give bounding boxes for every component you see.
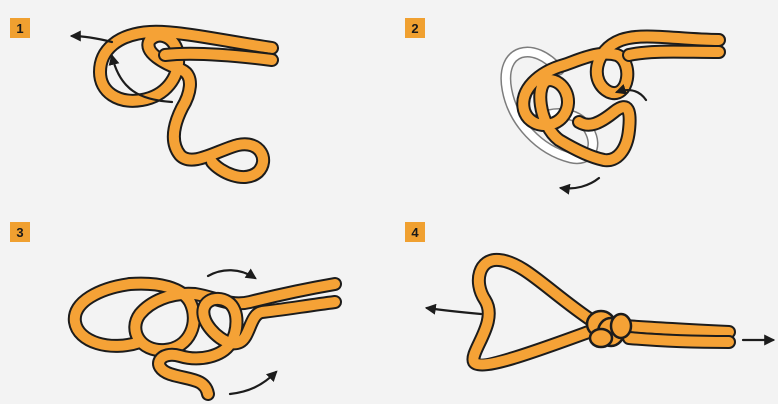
step-2-arrows bbox=[558, 84, 648, 195]
step-2-badge: 2 bbox=[405, 18, 425, 38]
step-4-rope bbox=[466, 253, 736, 372]
step-2-panel: 2 bbox=[389, 0, 778, 202]
step-4-illustration bbox=[424, 253, 776, 372]
step-3-panel: 3 bbox=[0, 202, 389, 404]
step-1-badge: 1 bbox=[10, 18, 30, 38]
step-3-rope bbox=[67, 276, 342, 401]
step-1-arrows bbox=[69, 30, 174, 104]
step-3-arrows bbox=[206, 268, 278, 396]
step-4-arrows bbox=[424, 303, 776, 346]
step-2-illustration bbox=[500, 29, 726, 195]
step-4-knot bbox=[585, 309, 633, 349]
step-3-badge: 3 bbox=[10, 222, 30, 242]
step-2-rope bbox=[516, 29, 726, 168]
step-4-badge: 4 bbox=[405, 222, 425, 242]
step-1-illustration bbox=[69, 24, 279, 184]
step-1-panel: 1 bbox=[0, 0, 389, 202]
step-4-panel: 4 bbox=[389, 202, 778, 404]
step-1-rope bbox=[93, 24, 279, 184]
step-3-illustration bbox=[67, 268, 342, 401]
